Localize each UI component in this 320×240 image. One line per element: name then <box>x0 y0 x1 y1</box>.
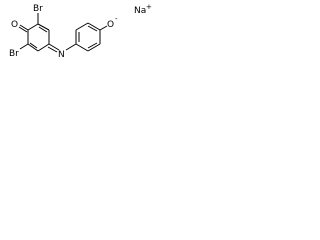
atom-label-na: Na <box>134 6 146 16</box>
molecule-drawing: Br O Br N O - Na + <box>9 3 152 60</box>
bond-c9-c10 <box>87 22 101 31</box>
quinone-ring <box>27 23 50 52</box>
bond-c6-br-bottom <box>19 43 29 50</box>
aromatic-inner-bond-2 <box>87 25 98 32</box>
aromatic-inner-bond-3 <box>87 42 98 49</box>
bond-c4-c5 <box>37 43 50 52</box>
bond-c5-c6-double-outer <box>27 43 39 52</box>
atom-label-o-anion: O <box>107 20 114 30</box>
bond-c2-c3-double-inner <box>38 26 48 33</box>
bond-c11-c12 <box>87 43 101 52</box>
bond-c1-o-outer <box>19 24 29 31</box>
bond-c4-n-inner <box>47 46 58 53</box>
imine-linkage <box>47 43 77 53</box>
bond-c2-c3-double-outer <box>37 23 50 31</box>
bond-c4-n-outer <box>48 43 60 51</box>
charge-label-o-anion: - <box>115 15 118 23</box>
atom-label-br-bottom: Br <box>9 49 19 59</box>
chemical-structure-figure: Br O Br N O - Na + <box>0 0 162 88</box>
bond-c1-c2 <box>27 23 39 31</box>
phenoxide-ring <box>75 22 101 52</box>
charge-label-na: + <box>146 3 152 11</box>
bond-c12-c7 <box>75 43 89 52</box>
atom-label-n: N <box>58 50 65 60</box>
left-substituents <box>18 13 39 50</box>
bond-c5-c6-double-inner <box>29 42 38 49</box>
atom-label-o-keto: O <box>11 20 18 30</box>
bond-c10-o-anion <box>99 25 108 31</box>
bond-c8-c9 <box>75 22 89 31</box>
bond-n-c7 <box>65 43 77 51</box>
bond-c1-o-inner <box>18 26 28 33</box>
atom-label-br-top: Br <box>33 4 43 14</box>
